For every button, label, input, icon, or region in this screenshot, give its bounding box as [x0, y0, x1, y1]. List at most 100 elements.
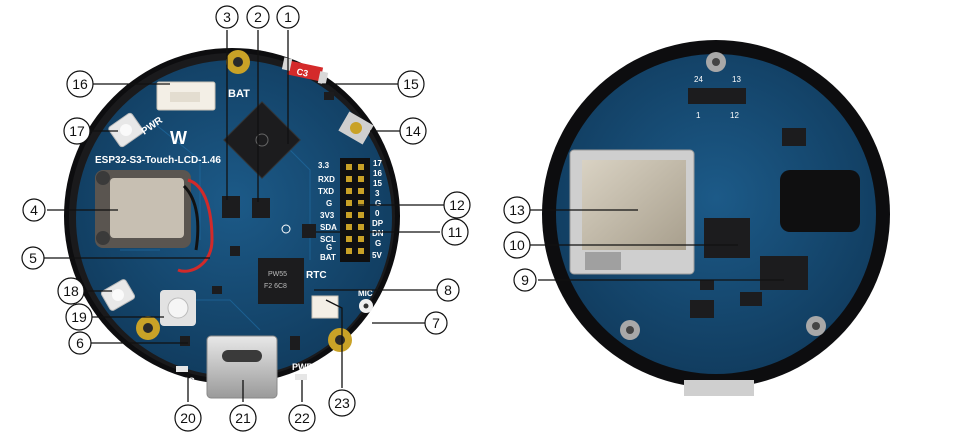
microphone — [359, 299, 373, 313]
pwr-led — [295, 374, 307, 380]
callout-4: 4 — [22, 198, 46, 222]
callout-14: 14 — [399, 117, 427, 145]
svg-text:20: 20 — [180, 410, 196, 426]
svg-text:16: 16 — [72, 76, 88, 92]
svg-text:17: 17 — [373, 159, 382, 168]
fpc-connector — [688, 88, 746, 104]
svg-text:F2 6C8: F2 6C8 — [264, 283, 287, 290]
svg-text:10: 10 — [509, 237, 525, 253]
callout-18: 18 — [57, 277, 85, 305]
svg-text:G: G — [326, 243, 332, 252]
callout-19: 19 — [65, 303, 93, 331]
callout-12: 12 — [443, 191, 471, 219]
callout-1: 1 — [276, 5, 300, 29]
svg-text:3: 3 — [223, 9, 231, 25]
callout-20: 20 — [174, 404, 202, 432]
svg-text:BAT: BAT — [320, 253, 336, 262]
chg-led — [176, 366, 188, 372]
svg-text:16: 16 — [373, 169, 382, 178]
svg-text:9: 9 — [521, 272, 529, 288]
chip-3 — [222, 196, 240, 218]
callout-7: 7 — [424, 311, 448, 335]
svg-text:5: 5 — [29, 250, 37, 266]
callouts: 1 2 3 4 5 6 7 8 11 12 14 15 16 17 18 19 … — [21, 5, 784, 432]
svg-text:6: 6 — [76, 335, 84, 351]
svg-text:13: 13 — [732, 75, 741, 84]
svg-text:TXD: TXD — [318, 187, 334, 196]
callout-10: 10 — [503, 231, 531, 259]
svg-text:2: 2 — [254, 9, 262, 25]
svg-text:4: 4 — [30, 202, 38, 218]
svg-text:1: 1 — [284, 9, 292, 25]
pmu-chip: PW55 F2 6C8 — [258, 258, 304, 304]
mic-label: MIC — [358, 289, 373, 298]
mounting-hole-right — [328, 328, 352, 352]
svg-text:3.3: 3.3 — [318, 161, 330, 170]
back-board: 24 13 1 12 — [542, 40, 890, 396]
svg-text:7: 7 — [432, 315, 440, 331]
callout-17: 17 — [63, 117, 91, 145]
speaker — [160, 290, 196, 326]
svg-text:SDA: SDA — [320, 223, 337, 232]
callout-6: 6 — [68, 331, 92, 355]
boot-button — [100, 279, 136, 311]
pwr-button — [108, 112, 144, 148]
rtc-label: RTC — [306, 270, 327, 281]
callout-13: 13 — [503, 196, 531, 224]
svg-text:18: 18 — [63, 283, 79, 299]
svg-text:DP: DP — [372, 219, 384, 228]
svg-text:13: 13 — [509, 202, 525, 218]
svg-text:0: 0 — [375, 209, 380, 218]
waveshare-logo: W — [170, 128, 187, 148]
callout-2: 2 — [246, 5, 270, 29]
callout-23: 23 — [328, 389, 356, 417]
svg-text:19: 19 — [71, 309, 87, 325]
callout-15: 15 — [397, 70, 425, 98]
svg-text:24: 24 — [694, 75, 703, 84]
chip-2 — [252, 198, 270, 218]
svg-text:17: 17 — [69, 123, 85, 139]
microsd-slot — [569, 149, 695, 275]
callout-22: 22 — [288, 404, 316, 432]
battery-connector — [156, 81, 216, 111]
svg-text:15: 15 — [373, 179, 382, 188]
svg-text:RXD: RXD — [318, 175, 335, 184]
sensor-pad — [780, 170, 860, 232]
cap-label: C3 — [296, 66, 309, 78]
callout-8: 8 — [436, 278, 460, 302]
svg-text:G: G — [375, 199, 381, 208]
svg-text:12: 12 — [730, 111, 739, 120]
flash-chip — [760, 256, 808, 290]
svg-text:3: 3 — [375, 189, 380, 198]
pin-header — [340, 158, 370, 262]
svg-text:3V3: 3V3 — [320, 211, 335, 220]
battery-holder — [95, 170, 191, 248]
svg-text:1: 1 — [696, 111, 701, 120]
tf-chip — [704, 218, 750, 258]
svg-text:22: 22 — [294, 410, 310, 426]
callout-21: 21 — [229, 404, 257, 432]
mounting-hole-top — [226, 50, 250, 74]
callout-11: 11 — [441, 218, 469, 246]
svg-text:SCL: SCL — [320, 235, 336, 244]
svg-text:PW55: PW55 — [268, 271, 287, 278]
svg-text:14: 14 — [405, 123, 421, 139]
bottom-connector — [684, 380, 754, 396]
chg-label: CHG — [175, 376, 195, 386]
svg-text:G: G — [326, 199, 332, 208]
callout-16: 16 — [66, 70, 94, 98]
battery-cap: C3 — [281, 57, 329, 85]
battery-wires — [177, 178, 214, 273]
mounting-hole-left — [136, 316, 160, 340]
svg-text:12: 12 — [449, 197, 465, 213]
usb-c-port — [206, 335, 278, 399]
bat-label: BAT — [228, 88, 250, 100]
svg-text:23: 23 — [334, 395, 350, 411]
header-right-labels: 17 16 15 3 G 0 DP DN G 5V — [372, 159, 384, 260]
header-left-labels: 3.3 RXD TXD G 3V3 SDA SCL G BAT — [318, 161, 337, 262]
rtc-connector — [311, 295, 339, 319]
svg-text:8: 8 — [444, 282, 452, 298]
antenna-connector — [338, 111, 374, 145]
board-name: ESP32-S3-Touch-LCD-1.46 — [95, 155, 221, 166]
